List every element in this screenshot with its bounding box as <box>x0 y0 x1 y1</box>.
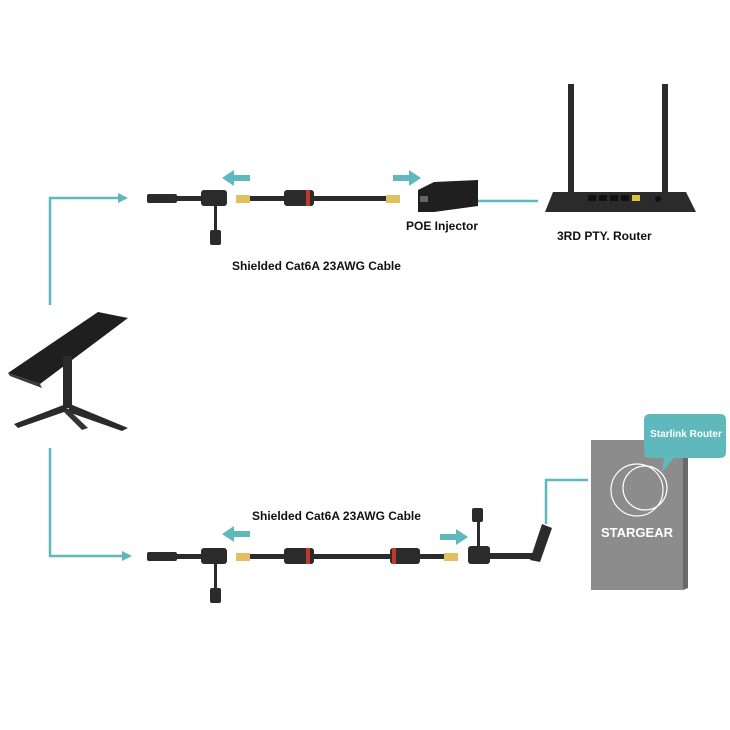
bottom-left-arrow <box>222 526 250 542</box>
top-left-arrow <box>222 170 250 186</box>
top-cable-assembly-icon <box>147 190 400 245</box>
cable-label-top: Shielded Cat6A 23AWG Cable <box>232 259 401 273</box>
router-uplink-line <box>544 478 588 524</box>
third-party-router-icon <box>545 84 696 212</box>
poe-injector-icon <box>418 180 478 212</box>
starlink-router-icon: STARGEAR <box>591 440 688 590</box>
poe-injector-label: POE Injector <box>406 219 479 233</box>
top-right-arrow <box>393 170 421 186</box>
cable-label-bottom: Shielded Cat6A 23AWG Cable <box>252 509 421 523</box>
bottom-cable-assembly-icon <box>147 508 552 603</box>
starlink-dish-icon <box>8 312 128 431</box>
bottom-right-arrow <box>440 529 468 545</box>
bottom-connector-line <box>48 448 132 561</box>
starlink-router-label: Starlink Router <box>650 429 722 440</box>
brand-logo: STARGEAR <box>601 525 674 540</box>
third-party-router-label: 3RD PTY. Router <box>557 229 652 243</box>
starlink-router-callout <box>644 414 726 472</box>
top-connector-line <box>48 193 128 305</box>
